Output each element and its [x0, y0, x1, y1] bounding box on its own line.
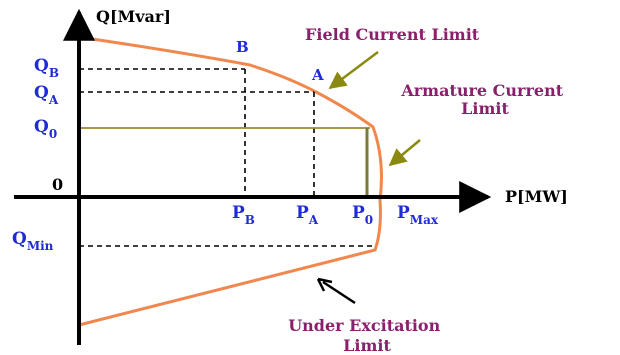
point-b-label: B: [236, 38, 249, 56]
capability-curve: [78, 35, 383, 327]
under-excitation-limit-label: Under Excitation Limit: [288, 316, 446, 355]
x-axis-label: P[MW]: [505, 187, 568, 206]
origin-label: 0: [52, 175, 63, 194]
y-tick-qb: QB: [34, 56, 59, 80]
point-a-label: A: [311, 66, 324, 84]
x-tick-pb: PB: [232, 203, 255, 227]
x-tick-p0: P0: [352, 203, 373, 227]
y-tick-qmin: QMin: [12, 229, 54, 253]
x-tick-pa: PA: [296, 203, 319, 227]
field-limit-arrow: [328, 51, 379, 90]
under-excitation-arrow: [316, 277, 356, 305]
armature-current-limit-label: Armature Current Limit: [400, 81, 568, 118]
dashed-guides: [79, 68, 376, 247]
field-current-limit-label: Field Current Limit: [305, 25, 480, 44]
armature-limit-arrow: [388, 139, 421, 167]
x-tick-pmax: PMax: [397, 203, 439, 227]
y-axis-label: Q[Mvar]: [96, 7, 171, 26]
y-tick-qa: QA: [34, 83, 59, 107]
y-tick-q0: Q0: [34, 117, 57, 141]
